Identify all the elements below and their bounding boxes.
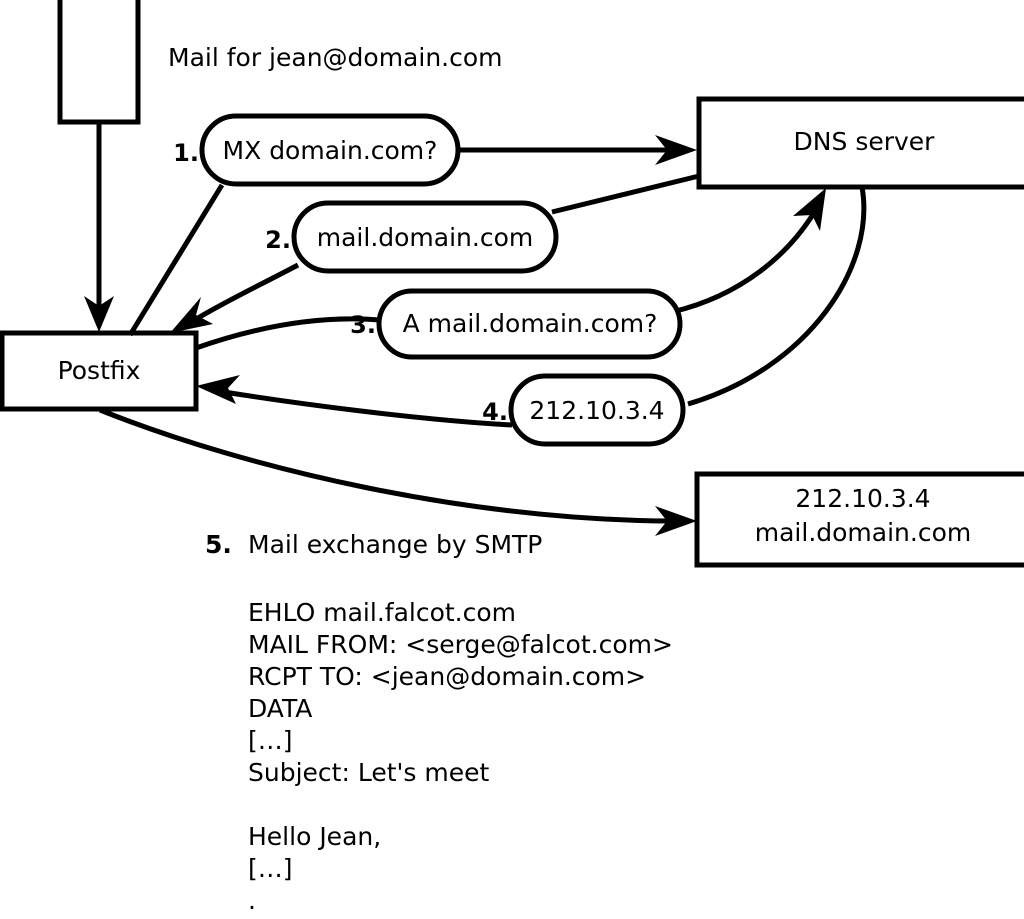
arrowhead-step1-to-dns — [655, 135, 697, 165]
step-number-1: 1. — [173, 139, 199, 167]
bubble-step2[interactable] — [291, 200, 559, 274]
step-number-4: 4. — [482, 398, 508, 426]
node-remote-mx-host: mail.domain.com — [755, 518, 971, 547]
arrowhead-step4-to-postfix — [196, 375, 240, 404]
node-mail-client — [57, 0, 141, 125]
step-number-3: 3. — [350, 311, 376, 339]
bubble-step4-label: 212.10.3.4 — [529, 396, 664, 425]
node-postfix-label: Postfix — [58, 356, 141, 385]
step-number-5: 5. — [205, 530, 232, 559]
edge-step3-from-postfix — [195, 316, 381, 351]
node-dns-server — [696, 96, 1024, 190]
node-remote-mx — [694, 471, 1024, 568]
bubble-step4[interactable] — [508, 373, 686, 447]
edge-step5-smtp — [99, 407, 671, 524]
header-caption: Mail for jean@domain.com — [168, 43, 503, 72]
bubble-step3[interactable] — [376, 288, 683, 360]
arrowhead-step5-smtp — [655, 506, 697, 536]
edge-step4-to-postfix — [223, 389, 513, 428]
edge-step1-tail — [127, 183, 225, 337]
bubble-step1-label: MX domain.com? — [223, 136, 438, 165]
edge-step2-from-dns — [551, 173, 700, 215]
edge-step2-to-postfix — [196, 262, 300, 321]
bubble-step3-label: A mail.domain.com? — [403, 309, 658, 338]
arrowhead-client-to-postfix — [84, 296, 114, 332]
node-dns-server-label: DNS server — [794, 127, 936, 156]
arrowhead-step2-to-postfix — [170, 297, 213, 333]
edge-step4-from-dns — [687, 186, 867, 407]
arrowhead-step3-to-dns — [793, 188, 826, 231]
smtp-transcript: EHLO mail.falcot.com MAIL FROM: <serge@f… — [248, 598, 673, 915]
bubble-step2-label: mail.domain.com — [317, 223, 533, 252]
node-postfix — [0, 330, 199, 412]
node-remote-mx-ip: 212.10.3.4 — [795, 484, 930, 513]
step-number-2: 2. — [265, 226, 291, 254]
edge-step3-to-dns — [671, 204, 821, 315]
bubble-step1[interactable] — [199, 113, 461, 187]
step5-label: Mail exchange by SMTP — [248, 530, 543, 559]
